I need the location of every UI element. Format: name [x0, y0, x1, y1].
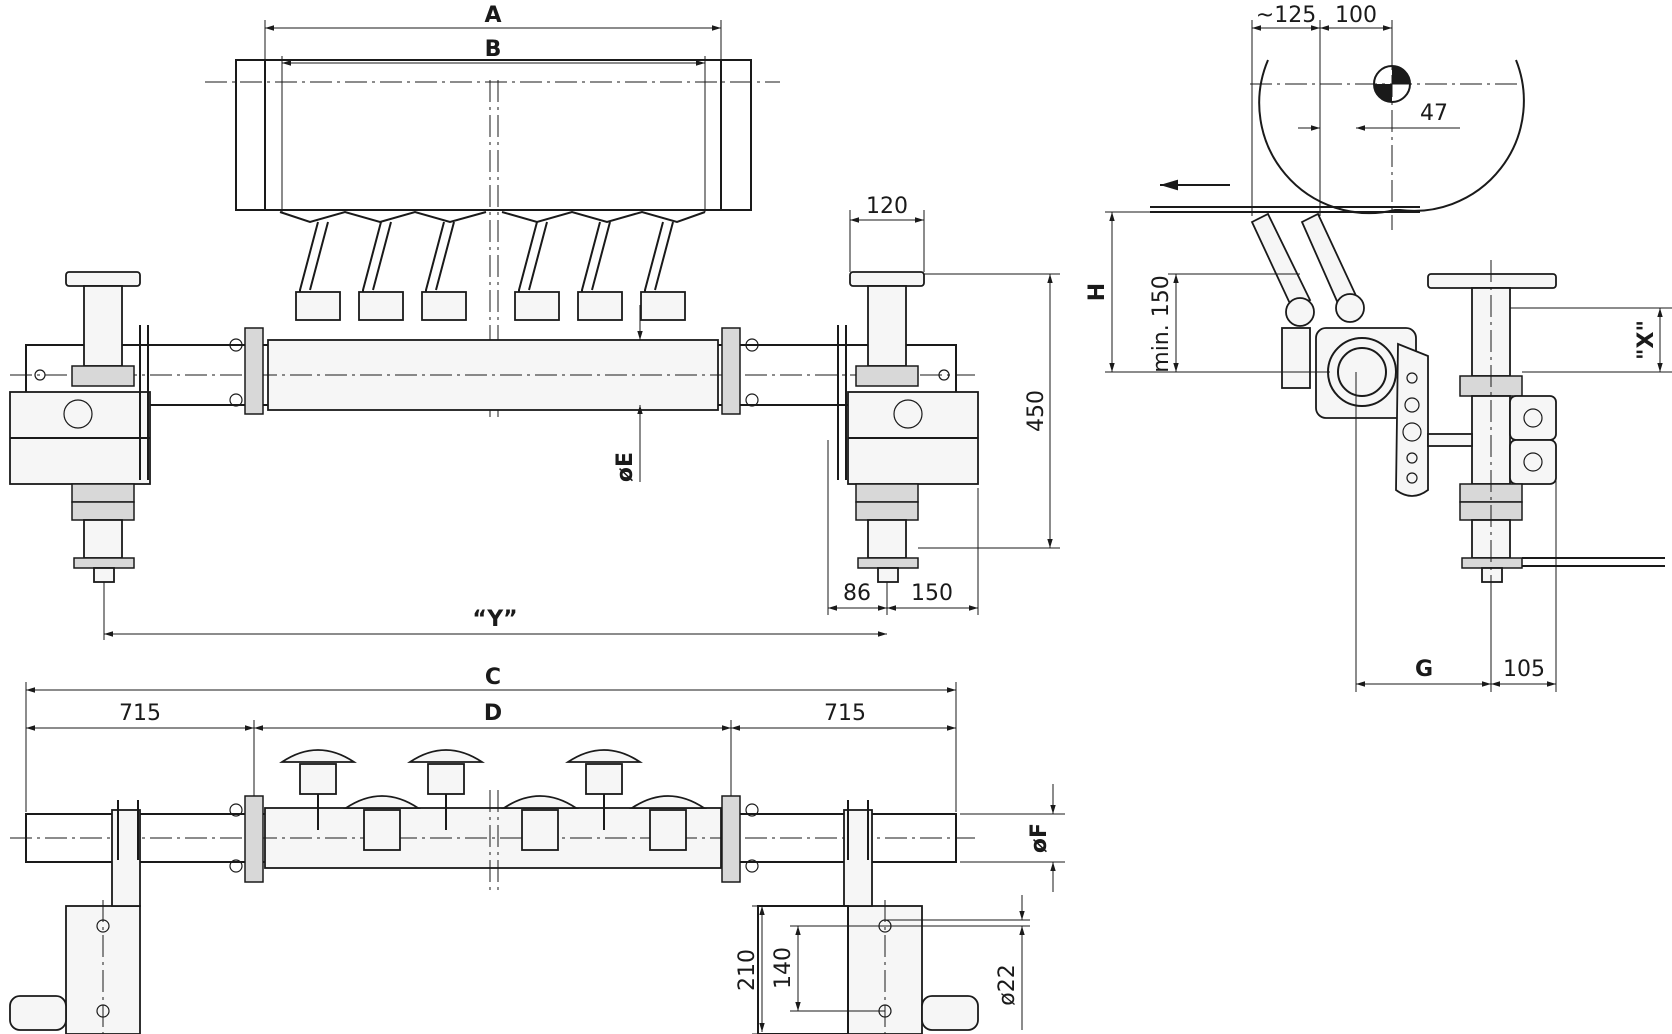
dim-150: 150 — [911, 581, 953, 606]
label-E: øE — [613, 452, 638, 482]
drum-outline — [1258, 59, 1525, 215]
dim-140: 140 — [771, 947, 796, 989]
label-C: C — [485, 665, 501, 690]
dim-86: 86 — [843, 581, 871, 606]
label-Y: “Y” — [472, 607, 517, 632]
left-flange — [244, 327, 264, 415]
left-clamp-unit — [9, 271, 151, 583]
scraper-segments — [279, 210, 706, 224]
top-right-bracket — [757, 800, 979, 1034]
right-clamp-unit — [837, 271, 979, 583]
label-A: A — [484, 3, 501, 28]
dim-105: 105 — [1503, 657, 1545, 682]
dim-100: 100 — [1335, 3, 1377, 28]
label-H: H — [1085, 283, 1110, 301]
dim-715-right: 715 — [824, 701, 866, 726]
label-D: D — [484, 701, 502, 726]
label-G: G — [1415, 657, 1433, 682]
label-F: øF — [1027, 823, 1052, 853]
label-X: "X" — [1634, 320, 1659, 360]
label-B: B — [485, 37, 502, 62]
top-view: C 715 D 715 øF 210 140 ø22 — [9, 665, 1065, 1034]
side-view: ~125 100 47 H min. 150 "X" G 105 — [1085, 3, 1672, 692]
dim-210: 210 — [735, 949, 760, 991]
scraper-arms — [295, 221, 686, 321]
top-left-bracket — [9, 800, 141, 1034]
front-view: A B 120 450 øE 86 150 “Y” — [9, 3, 1060, 640]
dim-125: ~125 — [1256, 3, 1316, 28]
dim-min150: min. 150 — [1149, 275, 1174, 372]
side-scraper-arm — [1250, 212, 1429, 497]
side-clamp-unit — [1427, 260, 1665, 590]
right-flange — [721, 327, 741, 415]
dim-22: ø22 — [995, 964, 1020, 1005]
dim-47: 47 — [1420, 101, 1448, 126]
top-scraper-heads — [279, 749, 707, 851]
belt-box — [235, 59, 752, 211]
dim-450: 450 — [1024, 390, 1049, 432]
dim-715-left: 715 — [119, 701, 161, 726]
dim-120: 120 — [866, 194, 908, 219]
